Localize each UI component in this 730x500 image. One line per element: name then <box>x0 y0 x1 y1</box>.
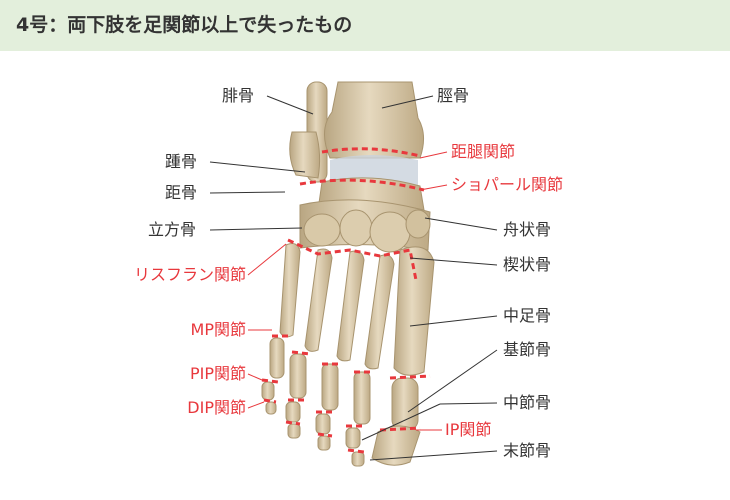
label-talus: 距骨 <box>165 183 198 202</box>
label-dip-joint: DIP関節 <box>187 398 246 417</box>
label-tibia: 脛骨 <box>437 86 470 105</box>
label-lisfranc-joint: リスフラン関節 <box>133 265 246 284</box>
header-banner: 4号：両下肢を足関節以上で失ったもの <box>0 0 730 51</box>
foot-skeleton-diagram <box>209 81 498 467</box>
label-calcaneus: 踵骨 <box>165 152 198 171</box>
calcaneus-bone <box>289 131 321 179</box>
label-navicular: 舟状骨 <box>503 220 552 239</box>
label-ip-joint: IP関節 <box>445 420 492 439</box>
label-mp-joint: MP関節 <box>190 320 246 339</box>
label-middle-phalanx: 中節骨 <box>503 393 552 412</box>
label-proximal-phalanx: 基節骨 <box>503 340 552 359</box>
cartilage <box>330 155 418 185</box>
metatarsal-bones <box>279 243 435 376</box>
label-talocrural-joint: 距腿関節 <box>451 142 516 161</box>
label-cuboid: 立方骨 <box>148 220 197 239</box>
tarsal-bones <box>299 199 431 253</box>
tibia-bone <box>324 81 424 159</box>
pip-joint-line <box>261 378 364 428</box>
chopart-joint-line <box>299 178 425 192</box>
label-fibula: 腓骨 <box>222 86 255 105</box>
joint-leader-lines <box>247 151 448 431</box>
ip-joint-line <box>379 426 421 432</box>
label-distal-phalanx: 末節骨 <box>503 441 552 460</box>
label-chopart-joint: ショパール関節 <box>451 175 564 194</box>
lisfranc-joint-line <box>287 238 418 281</box>
phalanx-bones <box>261 337 421 467</box>
label-cuneiform: 楔状骨 <box>503 255 552 274</box>
label-pip-joint: PIP関節 <box>189 364 246 383</box>
joint-lines <box>261 147 431 454</box>
leader-lines <box>209 95 498 461</box>
label-metatarsal: 中足骨 <box>503 306 552 325</box>
page-title: 4号：両下肢を足関節以上で失ったもの <box>16 14 353 36</box>
